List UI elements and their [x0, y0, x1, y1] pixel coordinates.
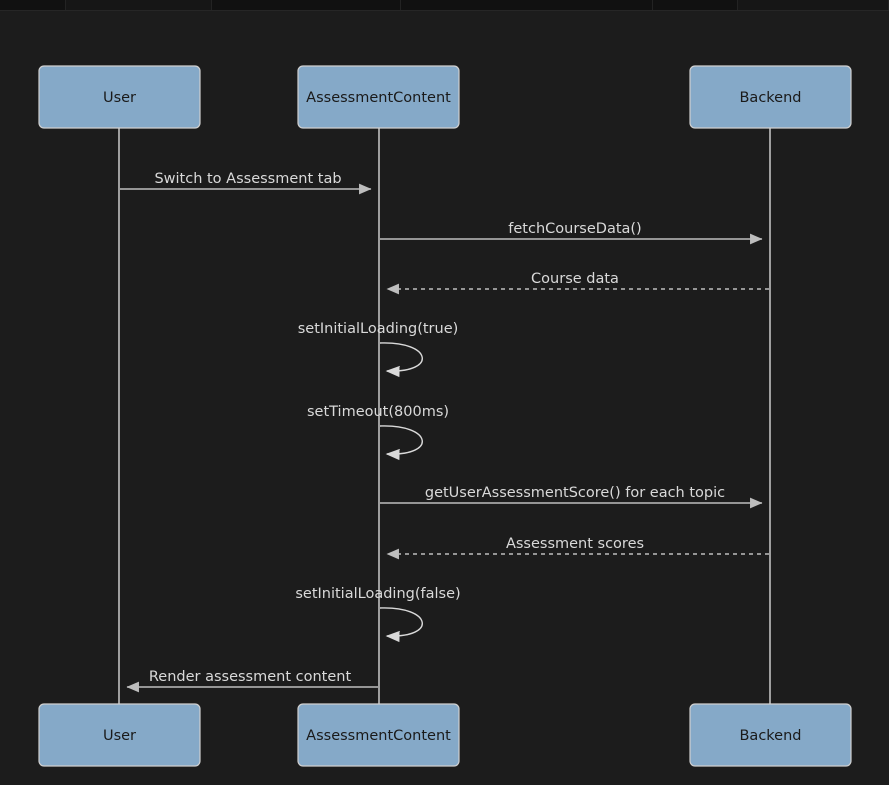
participant-label-user: User: [103, 90, 136, 106]
participant-box[interactable]: [689, 703, 852, 767]
participant-box[interactable]: [38, 65, 201, 129]
browser-tab[interactable]: [65, 0, 212, 11]
participant-box[interactable]: [297, 703, 460, 767]
message-label: fetchCourseData(): [508, 221, 641, 237]
self-call-loop[interactable]: [379, 607, 423, 643]
message-label: setInitialLoading(false): [295, 586, 460, 602]
message-assessment-scores[interactable]: Assessment scores: [386, 536, 769, 560]
lifelines-group: [118, 128, 771, 704]
sequence-diagram-svg: User AssessmentContent Backend Switch to…: [38, 65, 852, 767]
sequence-diagram-canvas: User AssessmentContent Backend Switch to…: [0, 11, 889, 785]
participant-header-assessmentcontent[interactable]: AssessmentContent: [297, 65, 460, 129]
browser-tab[interactable]: [401, 0, 653, 11]
participant-footer-assessmentcontent[interactable]: AssessmentContent: [297, 703, 460, 767]
self-call-loop[interactable]: [379, 342, 423, 378]
message-label: setInitialLoading(true): [298, 321, 459, 337]
participant-footer-user[interactable]: User: [38, 703, 201, 767]
participant-label-assessmentcontent: AssessmentContent: [306, 90, 451, 106]
message-label: Render assessment content: [149, 669, 352, 685]
browser-tab[interactable]: [211, 0, 402, 11]
participant-label-backend: Backend: [739, 728, 801, 744]
message-label: getUserAssessmentScore() for each topic: [425, 485, 725, 501]
message-fetch-course-data[interactable]: fetchCourseData(): [380, 221, 763, 245]
participant-box[interactable]: [38, 703, 201, 767]
message-render-assessment-content[interactable]: Render assessment content: [126, 669, 378, 693]
message-label: Assessment scores: [506, 536, 644, 552]
participant-label-user: User: [103, 728, 136, 744]
message-set-initial-loading-true[interactable]: setInitialLoading(true): [298, 321, 459, 378]
message-label: setTimeout(800ms): [307, 404, 449, 420]
participant-header-backend[interactable]: Backend: [689, 65, 852, 129]
participant-header-user[interactable]: User: [38, 65, 201, 129]
self-call-loop[interactable]: [379, 425, 423, 461]
message-switch-to-assessment-tab[interactable]: Switch to Assessment tab: [120, 171, 372, 195]
participant-label-assessmentcontent: AssessmentContent: [306, 728, 451, 744]
message-label: Course data: [531, 271, 619, 287]
participant-footer-backend[interactable]: Backend: [689, 703, 852, 767]
browser-tab[interactable]: [652, 0, 739, 11]
message-set-timeout[interactable]: setTimeout(800ms): [307, 404, 449, 461]
participant-label-backend: Backend: [739, 90, 801, 106]
message-get-user-assessment-score[interactable]: getUserAssessmentScore() for each topic: [380, 485, 763, 509]
message-course-data[interactable]: Course data: [386, 271, 769, 295]
message-label: Switch to Assessment tab: [154, 171, 341, 187]
participant-box[interactable]: [689, 65, 852, 129]
message-set-initial-loading-false[interactable]: setInitialLoading(false): [295, 586, 461, 643]
participant-box[interactable]: [297, 65, 460, 129]
chrome-divider: [0, 10, 889, 11]
browser-tab[interactable]: [0, 0, 66, 11]
